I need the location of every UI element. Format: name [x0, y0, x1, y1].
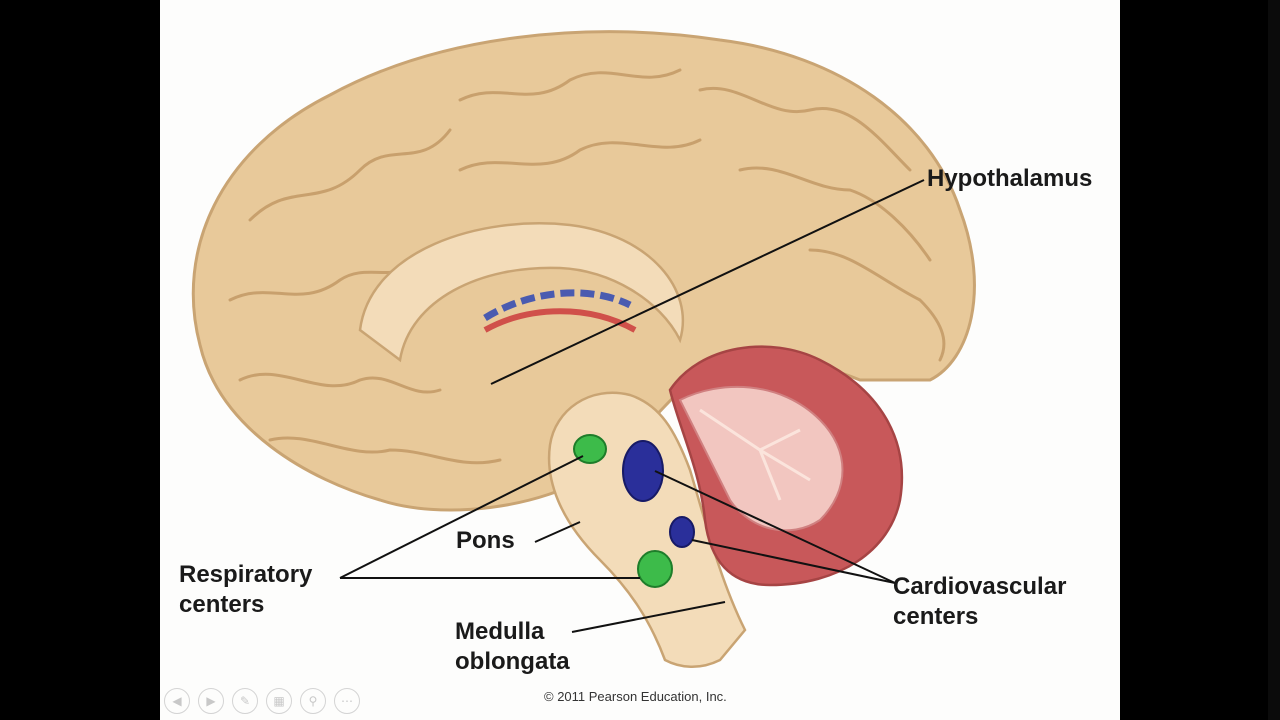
- respiratory-centers-label: Respiratory centers: [179, 560, 312, 620]
- arbor-branches: [699, 408, 811, 501]
- corpus-callosum: [358, 222, 685, 363]
- medulla-oblongata-label: Medulla oblongata: [455, 617, 570, 677]
- cardiovascular-label-line1: Cardiovascular: [893, 573, 1067, 600]
- medulla-leader: [571, 601, 726, 633]
- choroid-plexus: [483, 308, 637, 333]
- respiratory-label-line1: Respiratory: [179, 561, 313, 588]
- cardiovascular-center-upper: [622, 440, 664, 502]
- cardio-leader-upper: [654, 470, 896, 584]
- leader-lines: [339, 179, 925, 633]
- slides-icon[interactable]: ▦: [266, 688, 292, 714]
- respiratory-label-line2: centers: [179, 591, 265, 618]
- respiratory-center-lower: [637, 550, 673, 588]
- cardiovascular-label-line2: centers: [893, 603, 979, 630]
- cardiovascular-center-lower: [669, 516, 695, 548]
- slide: Hypothalamus Pons Respiratory centers Me…: [160, 0, 1120, 720]
- brain-diagram: [191, 30, 976, 668]
- hypothalamus-leader: [490, 179, 925, 385]
- pen-icon[interactable]: ✎: [232, 688, 258, 714]
- medulla-label-line2: oblongata: [455, 648, 570, 675]
- previous-icon[interactable]: ◀: [164, 688, 190, 714]
- hypothalamus-label: Hypothalamus: [927, 165, 1093, 192]
- cardio-leader-lower: [691, 539, 896, 584]
- cardiovascular-centers-label: Cardiovascular centers: [893, 572, 1066, 632]
- medulla-label-line1: Medulla: [455, 618, 545, 645]
- more-icon[interactable]: ⋯: [334, 688, 360, 714]
- window-edge: [1268, 0, 1280, 720]
- respiratory-leader-upper: [339, 455, 584, 579]
- pons-label: Pons: [456, 527, 515, 554]
- zoom-icon[interactable]: ⚲: [300, 688, 326, 714]
- copyright-notice: © 2011 Pearson Education, Inc.: [544, 689, 727, 704]
- next-icon[interactable]: ▶: [198, 688, 224, 714]
- pons-leader: [534, 521, 581, 543]
